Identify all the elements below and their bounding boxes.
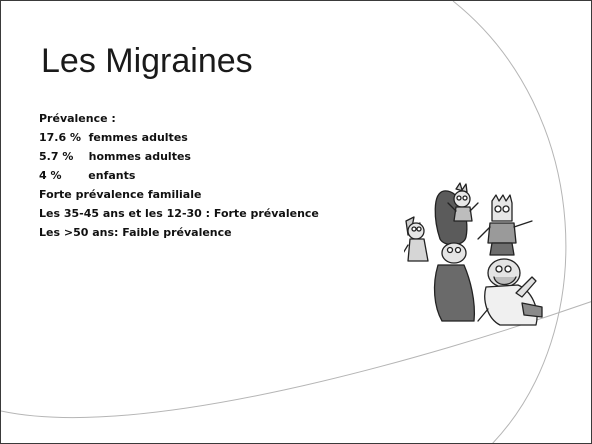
prevalence-list: Prévalence : 17.6 % femmes adultes 5.7 %… (39, 109, 319, 242)
arc-bottom (1, 301, 591, 418)
list-item: 5.7 % hommes adultes (39, 150, 191, 163)
list-item: Forte prévalence familiale (39, 188, 202, 201)
list-item: 4 % enfants (39, 169, 136, 182)
slide-title: Les Migraines (41, 42, 253, 80)
simpsons-family-cartoon-icon (404, 182, 543, 326)
arc-right (452, 1, 567, 443)
list-item: Les >50 ans: Faible prévalence (39, 226, 232, 239)
list-item: 17.6 % femmes adultes (39, 131, 188, 144)
list-item: Prévalence : (39, 112, 116, 125)
list-item: Les 35-45 ans et les 12-30 : Forte préva… (39, 207, 319, 220)
